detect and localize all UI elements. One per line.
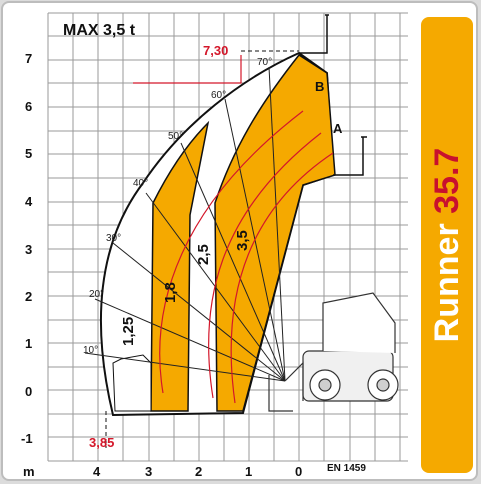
y-tick-3: 3 bbox=[25, 242, 32, 257]
y-tick-5: 5 bbox=[25, 146, 32, 161]
brand-name: Runner bbox=[428, 223, 466, 343]
brand-panel: Runner 35.7 bbox=[421, 17, 473, 473]
angle-lines bbox=[84, 66, 286, 382]
standard-label: EN 1459 bbox=[327, 463, 366, 474]
zone-label-1-8: 1,8 bbox=[162, 282, 179, 303]
zone-label-3-5: 3,5 bbox=[234, 230, 251, 251]
max-height-label: 7,30 bbox=[203, 43, 228, 58]
y-tick-6: 6 bbox=[25, 99, 32, 114]
angle-20: 20° bbox=[89, 289, 104, 300]
x-tick-2: 2 bbox=[195, 464, 202, 479]
x-tick-0: 0 bbox=[295, 464, 302, 479]
x-unit: m bbox=[23, 464, 35, 479]
x-tick-3: 3 bbox=[145, 464, 152, 479]
fork-hooks bbox=[299, 14, 367, 176]
zone-1-8 bbox=[150, 120, 210, 412]
angle-40: 40° bbox=[133, 178, 148, 189]
curve-label-b: B bbox=[315, 79, 324, 94]
y-axis-ticks: 7 6 5 4 3 2 1 0 -1 bbox=[21, 51, 33, 446]
angle-50: 50° bbox=[168, 131, 183, 142]
x-tick-1: 1 bbox=[245, 464, 252, 479]
angle-70: 70° bbox=[257, 57, 272, 68]
zone-label-1-25: 1,25 bbox=[120, 317, 137, 346]
angle-labels: 70° 60° 50° 40° 30° 20° 10° bbox=[83, 57, 272, 356]
curve-label-a: A bbox=[333, 121, 343, 136]
max-load-title: MAX 3,5 t bbox=[63, 22, 136, 39]
y-tick-4: 4 bbox=[25, 194, 33, 209]
load-chart: 7 6 5 4 3 2 1 0 -1 m 4 3 2 1 0 70° 60° 5… bbox=[21, 12, 408, 479]
angle-60: 60° bbox=[211, 90, 226, 101]
max-reach-label: 3,85 bbox=[89, 435, 114, 450]
y-tick-1: 1 bbox=[25, 336, 32, 351]
zone-label-2-5: 2,5 bbox=[195, 244, 212, 265]
x-axis-ticks: m 4 3 2 1 0 bbox=[23, 464, 302, 479]
zone-left-strip bbox=[112, 354, 152, 412]
red-curves bbox=[133, 55, 334, 404]
zone-3-5 bbox=[214, 54, 336, 412]
y-tick-0: 0 bbox=[25, 384, 32, 399]
angle-30: 30° bbox=[106, 233, 121, 244]
x-tick-4: 4 bbox=[93, 464, 101, 479]
brand-model: 35.7 bbox=[428, 147, 466, 214]
y-tick-minus-1: -1 bbox=[21, 431, 33, 446]
brand-title: Runner 35.7 bbox=[428, 147, 466, 343]
telehandler-illustration bbox=[268, 292, 399, 412]
y-tick-7: 7 bbox=[25, 51, 32, 66]
angle-10: 10° bbox=[83, 345, 98, 356]
y-tick-2: 2 bbox=[25, 289, 32, 304]
